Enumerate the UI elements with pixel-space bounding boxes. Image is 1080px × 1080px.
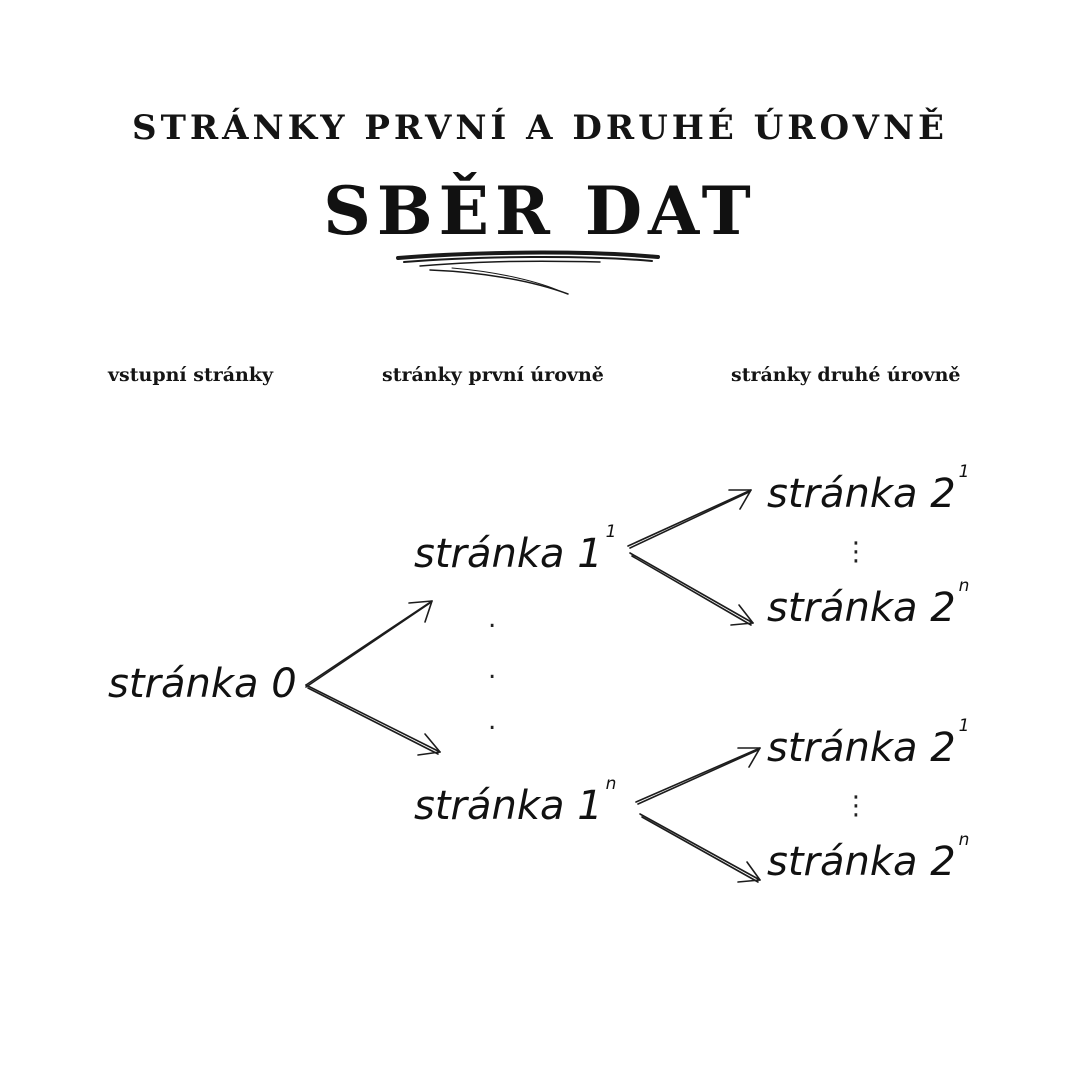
node-level1-last-index: n — [605, 774, 617, 794]
arrow-root-to-level1-first — [305, 600, 433, 688]
diagram-title: SBĚR DAT — [323, 172, 757, 250]
arrow-level1-last-to-group-b-last — [639, 813, 761, 883]
node-group-a-first-label: stránka 2 — [767, 471, 956, 517]
arrow-level1-last-to-group-b-first — [635, 747, 761, 805]
column-header-level1: stránky první úrovně — [382, 364, 604, 386]
level1-ellipsis-dot-1: . — [488, 604, 497, 634]
node-group-a-first-index: 1 — [958, 462, 970, 482]
node-root: stránka 0 — [108, 664, 297, 704]
level1-ellipsis-dot-2: . — [488, 655, 497, 685]
column-header-entry: vstupní stránky — [108, 364, 274, 386]
node-group-a-last-index: n — [958, 576, 970, 596]
node-root-label: stránka 0 — [108, 661, 297, 707]
node-level1-last-label: stránka 1 — [414, 783, 603, 829]
arrow-root-to-level1-last — [305, 684, 441, 756]
level1-ellipsis-dot-3: . — [488, 706, 497, 736]
group-a-ellipsis: ⋮ — [843, 537, 869, 567]
node-group-b-last-index: n — [958, 830, 970, 850]
node-group-a-last-label: stránka 2 — [767, 585, 956, 631]
title-underline — [396, 250, 660, 295]
diagram-kicker: STRÁNKY PRVNÍ A DRUHÉ ÚROVNĚ — [132, 108, 948, 148]
node-group-b-first-index: 1 — [958, 716, 970, 736]
arrow-level1-first-to-group-a-first — [627, 489, 752, 549]
node-level1-first-label: stránka 1 — [414, 531, 603, 577]
node-group-b-last-label: stránka 2 — [767, 839, 956, 885]
node-group-b-first-label: stránka 2 — [767, 725, 956, 771]
group-b-ellipsis: ⋮ — [843, 791, 869, 821]
arrow-level1-first-to-group-a-last — [629, 552, 754, 626]
node-level1-first-index: 1 — [605, 522, 617, 542]
column-header-level2: stránky druhé úrovně — [731, 364, 961, 386]
